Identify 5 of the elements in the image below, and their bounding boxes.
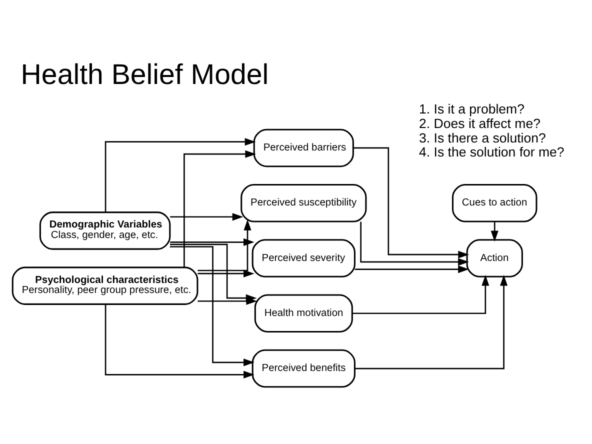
- label: 1. Is it a problem?: [419, 102, 524, 117]
- label: 3. Is there a solution?: [419, 130, 546, 146]
- label: 4. Is the solution for me?: [419, 144, 564, 160]
- diagram-title: Health Belief Model: [20, 59, 269, 92]
- label: 2. Does it affect me?: [419, 116, 540, 131]
